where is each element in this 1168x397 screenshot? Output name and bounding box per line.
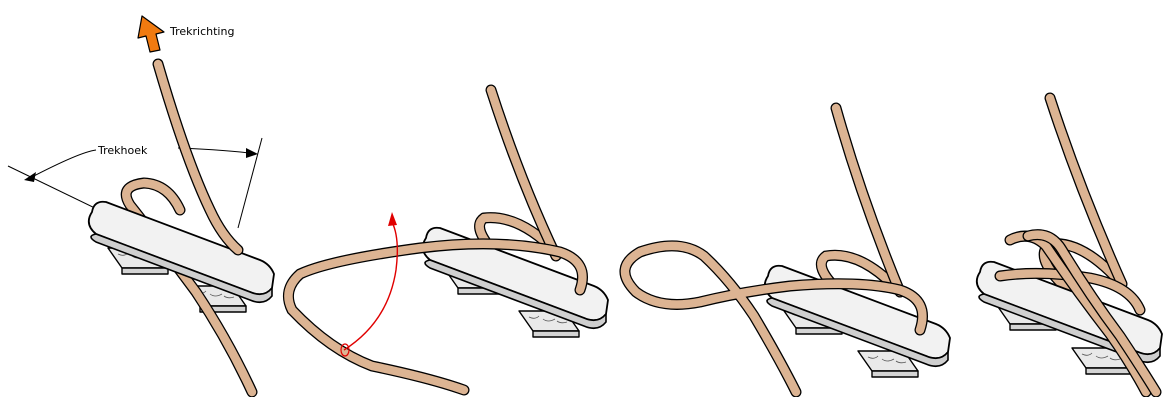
pull-angle-label: Trekhoek — [97, 144, 148, 157]
step-4 — [977, 98, 1162, 392]
red-curved-arrow-icon — [344, 222, 397, 350]
pull-direction-label: Trekrichting — [169, 25, 234, 38]
step-2 — [288, 90, 608, 390]
orange-arrow-icon — [138, 16, 164, 52]
step-1: Trekrichting Trekhoek — [8, 16, 274, 392]
step-3 — [625, 108, 950, 392]
